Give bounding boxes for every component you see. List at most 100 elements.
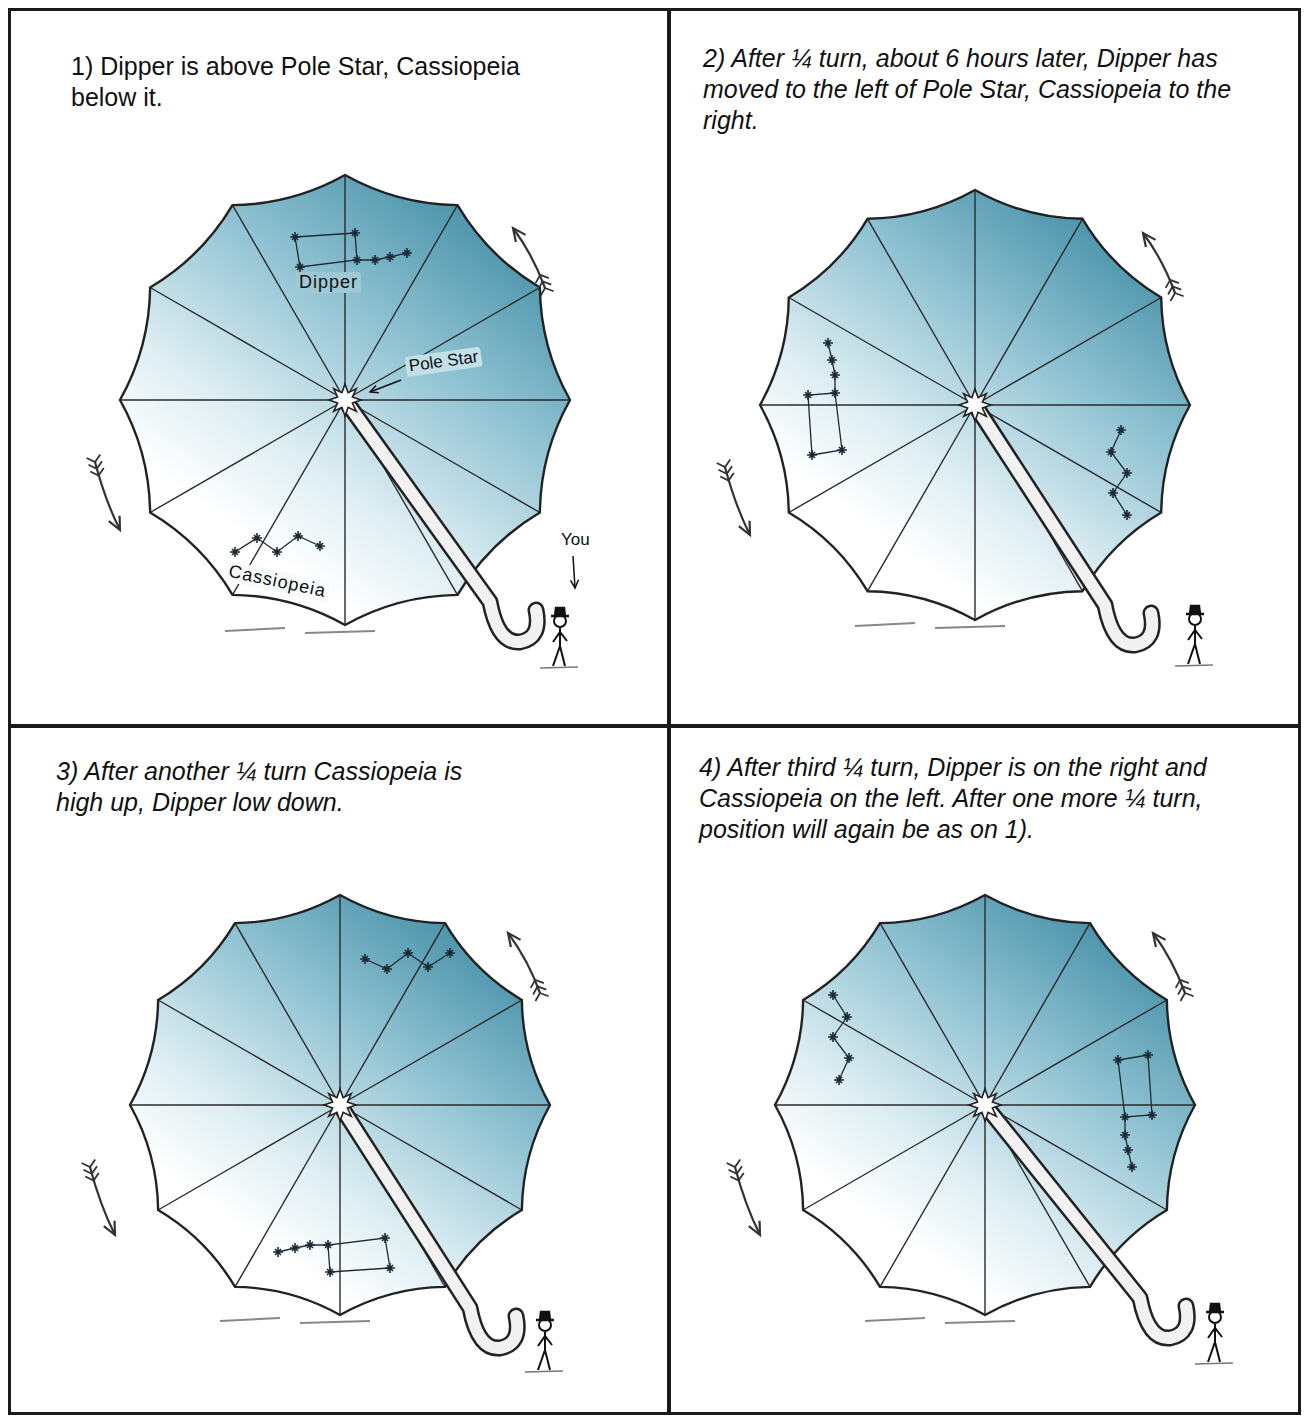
umbrella-canopy bbox=[120, 175, 570, 625]
person-hat bbox=[1206, 1304, 1224, 1312]
umbrella-rib bbox=[130, 1104, 340, 1105]
star-mark bbox=[323, 1240, 333, 1250]
rotation-arrow bbox=[1153, 933, 1194, 1001]
star-mark bbox=[315, 541, 325, 551]
star-mark bbox=[807, 450, 817, 460]
star-mark bbox=[370, 255, 380, 265]
star-mark bbox=[380, 1233, 390, 1243]
star-mark bbox=[1123, 1145, 1133, 1155]
star-mark bbox=[830, 370, 840, 380]
arrow-feather bbox=[88, 461, 102, 469]
umbrella-rib bbox=[235, 923, 340, 1105]
umbrella-rib bbox=[803, 1000, 985, 1105]
star-mark bbox=[445, 948, 455, 958]
star-mark bbox=[325, 1267, 335, 1277]
observer-label: You bbox=[558, 530, 593, 550]
dipper-constellation bbox=[1113, 1050, 1157, 1172]
arrow-shaft bbox=[735, 1167, 760, 1235]
arrow-head bbox=[739, 521, 750, 535]
umbrella-canopy bbox=[130, 895, 550, 1315]
umbrella-rib bbox=[340, 1000, 522, 1105]
umbrella-rib bbox=[803, 1105, 985, 1210]
leader-shaft bbox=[573, 556, 575, 588]
constellation-line bbox=[1125, 1117, 1132, 1167]
arrow-feather bbox=[728, 1166, 742, 1174]
cassiopeia-constellation bbox=[1106, 425, 1132, 520]
umbrella-handle-outline bbox=[985, 1105, 1187, 1338]
person-legs bbox=[1208, 1342, 1220, 1362]
star-mark bbox=[844, 1053, 854, 1063]
umbrella-handle bbox=[340, 1105, 517, 1348]
umbrella-handle bbox=[985, 1105, 1187, 1338]
person-figure bbox=[540, 608, 578, 668]
umbrella-rib bbox=[880, 923, 985, 1105]
star-mark bbox=[360, 954, 370, 964]
star-mark bbox=[382, 964, 392, 974]
arrow-feather bbox=[536, 275, 549, 283]
constellation-line bbox=[828, 343, 835, 393]
arrow-feather bbox=[531, 980, 544, 988]
arrow-feather bbox=[717, 459, 731, 467]
star-mark bbox=[305, 1240, 315, 1250]
arrow-feather bbox=[720, 473, 734, 481]
star-mark bbox=[252, 533, 262, 543]
leader-line bbox=[370, 380, 401, 393]
arrow-feather bbox=[718, 466, 732, 474]
constellation-line bbox=[1118, 1055, 1152, 1117]
pole-star bbox=[969, 1089, 1001, 1121]
arrow-shaft bbox=[90, 1167, 115, 1235]
umbrella-rib bbox=[345, 399, 570, 400]
leader-shaft bbox=[370, 380, 401, 392]
umbrella bbox=[727, 895, 1233, 1364]
arrow-head bbox=[1143, 233, 1156, 247]
arrow-feather bbox=[535, 993, 548, 1001]
star-mark bbox=[295, 262, 305, 272]
person-hat bbox=[551, 608, 569, 616]
umbrella-rib bbox=[975, 219, 1083, 405]
star-mark bbox=[273, 1247, 283, 1257]
umbrella-rib bbox=[868, 405, 976, 591]
arrow-feather bbox=[1178, 986, 1191, 994]
panel-caption: 2) After ¼ turn, about 6 hours later, Di… bbox=[703, 43, 1278, 136]
star-mark bbox=[803, 390, 813, 400]
person-arms bbox=[553, 632, 567, 642]
umbrella bbox=[82, 895, 563, 1372]
umbrella-rib bbox=[975, 404, 1190, 405]
arrow-feather bbox=[540, 288, 553, 296]
person-arms bbox=[1208, 1328, 1222, 1338]
arrow-head bbox=[104, 1221, 115, 1235]
star-mark bbox=[423, 962, 433, 972]
star-mark bbox=[823, 338, 833, 348]
umbrella bbox=[717, 190, 1213, 666]
umbrella-rib bbox=[985, 1000, 1167, 1105]
star-mark bbox=[1122, 510, 1132, 520]
arrow-feather bbox=[727, 1159, 741, 1167]
rotation-arrow bbox=[1143, 233, 1184, 301]
star-mark bbox=[1106, 447, 1116, 457]
star-mark bbox=[830, 388, 840, 398]
umbrella-rib bbox=[985, 1104, 1195, 1105]
comic-panel: 1) Dipper is above Pole Star, Cassiopeia… bbox=[8, 8, 670, 727]
star-mark bbox=[1120, 1130, 1130, 1140]
rotation-arrow bbox=[727, 1159, 760, 1235]
star-mark bbox=[290, 232, 300, 242]
star-mark bbox=[230, 547, 240, 557]
umbrella-handle-outline bbox=[345, 400, 537, 642]
arrow-feather bbox=[1176, 980, 1189, 988]
rotation-arrow bbox=[87, 454, 120, 530]
cassiopeia-constellation bbox=[360, 948, 455, 974]
umbrella-rib bbox=[345, 400, 540, 513]
person-figure bbox=[1175, 606, 1213, 666]
leader-head bbox=[370, 385, 379, 392]
ground-mark bbox=[1195, 1363, 1233, 1364]
star-mark bbox=[352, 255, 362, 265]
cassiopeia-constellation bbox=[230, 531, 325, 557]
pole-star bbox=[959, 389, 991, 421]
constellation-line bbox=[295, 233, 357, 267]
umbrella-rib bbox=[789, 298, 975, 406]
arrow-shaft bbox=[508, 933, 540, 993]
rotation-arrow bbox=[508, 933, 549, 1001]
person-hat bbox=[536, 1312, 554, 1320]
